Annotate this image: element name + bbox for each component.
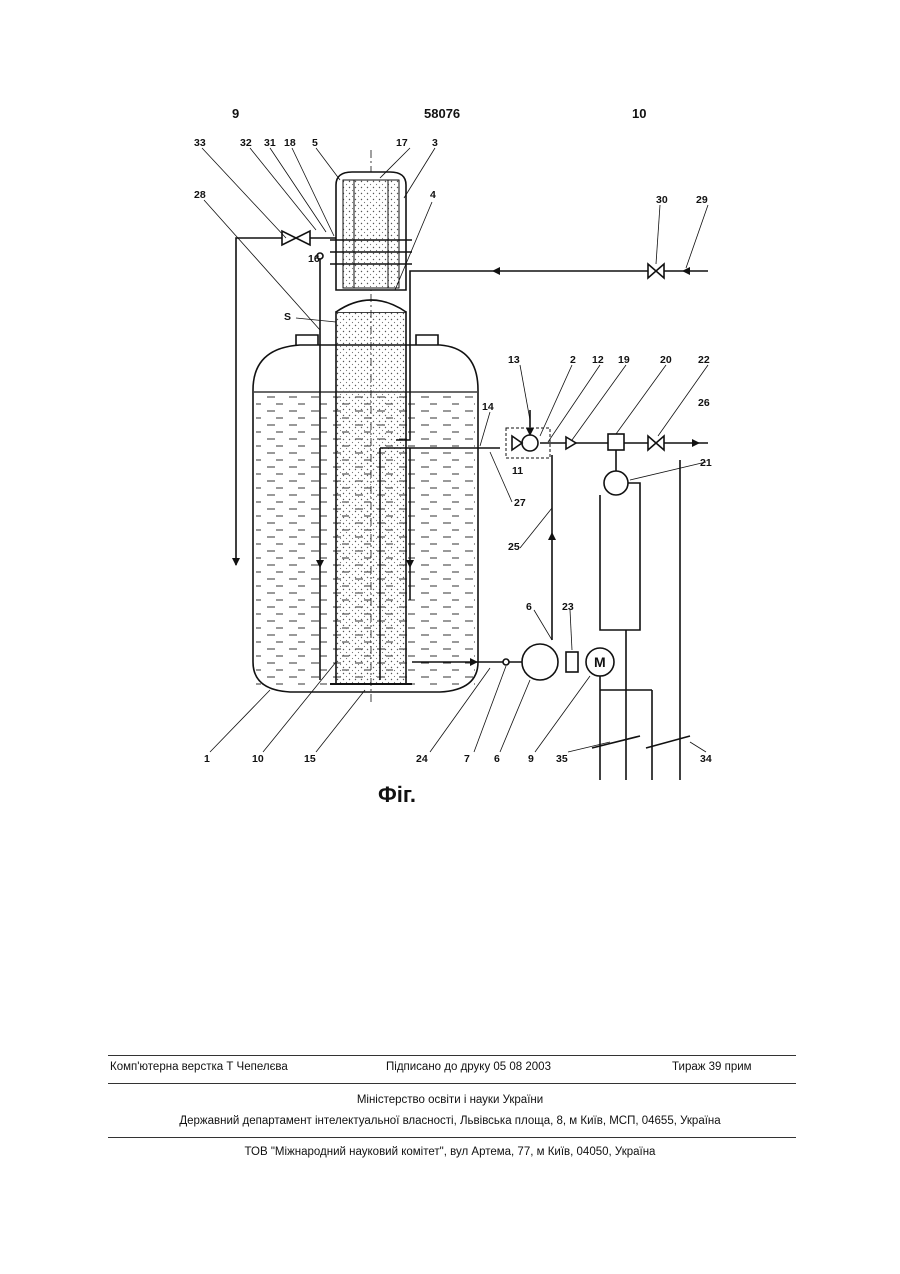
label-27: 27 [514, 497, 526, 509]
label-6: 6 [494, 753, 500, 765]
label-13: 13 [508, 354, 520, 366]
label-9: 9 [528, 753, 534, 765]
label-33: 33 [194, 137, 206, 149]
label-15: 15 [304, 753, 316, 765]
label-12: 12 [592, 354, 604, 366]
footer-ministry: Міністерство освіти і науки України [0, 1094, 900, 1106]
label-18: 18 [284, 137, 296, 149]
label-22: 22 [698, 354, 710, 366]
footer-circulation: Тираж 39 прим [672, 1061, 752, 1073]
label-34: 34 [700, 753, 712, 765]
footer-rule-top [108, 1055, 796, 1056]
footer-rule-bottom [108, 1137, 796, 1138]
label-29: 29 [696, 194, 708, 206]
technical-drawing: 33 32 31 18 5 17 3 28 4 16 S 30 29 13 2 … [0, 0, 900, 800]
footer-department: Державний департамент інтелектуальної вл… [0, 1115, 900, 1127]
label-14: 14 [482, 401, 494, 413]
motor-label: M [594, 654, 606, 670]
label-16: 16 [308, 253, 320, 265]
label-3: 3 [432, 137, 438, 149]
label-17: 17 [396, 137, 408, 149]
label-21: 21 [700, 457, 712, 469]
label-32: 32 [240, 137, 252, 149]
label-4: 4 [430, 189, 436, 201]
label-2: 2 [570, 354, 576, 366]
figure-caption: Фіг. [378, 782, 416, 808]
footer-rule-middle [108, 1083, 796, 1084]
label-28: 28 [194, 189, 206, 201]
footer-publisher: ТОВ "Міжнародний науковий комітет", вул … [0, 1146, 900, 1158]
label-31: 31 [264, 137, 276, 149]
label-1: 1 [204, 753, 210, 765]
footer-signed: Підписано до друку 05 08 2003 [386, 1061, 551, 1073]
label-35: 35 [556, 753, 568, 765]
label-5: 5 [312, 137, 318, 149]
label-7: 7 [464, 753, 470, 765]
label-25: 25 [508, 541, 520, 553]
label-30: 30 [656, 194, 668, 206]
label-s: S [284, 311, 291, 323]
footer-layout: Комп'ютерна верстка Т Чепелєва [110, 1061, 288, 1073]
label-8: 6 [526, 601, 532, 613]
label-19: 19 [618, 354, 630, 366]
label-20: 20 [660, 354, 672, 366]
label-26: 26 [698, 397, 710, 409]
label-11: 11 [512, 465, 523, 477]
label-10: 10 [252, 753, 264, 765]
label-23: 23 [562, 601, 574, 613]
label-24: 24 [416, 753, 428, 765]
